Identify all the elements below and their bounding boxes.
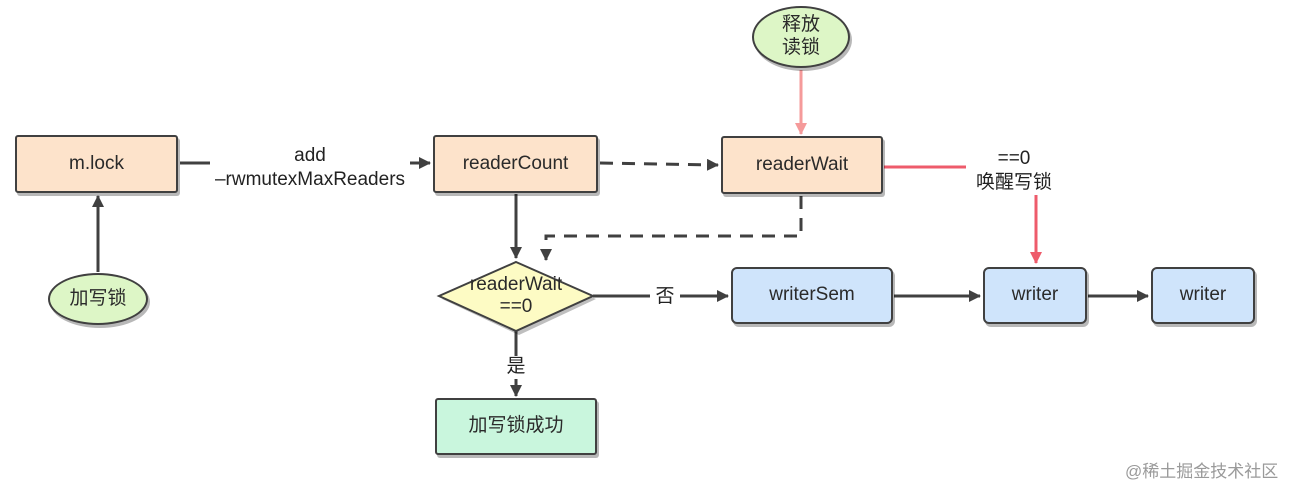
reader-wait-node: readerWait — [721, 136, 883, 194]
decision-diamond — [436, 260, 596, 333]
release-read-lock-event: 释放 读锁 — [752, 6, 850, 68]
mlock-node: m.lock — [15, 135, 178, 193]
add-write-lock-event: 加写锁 — [48, 273, 148, 325]
edge-readercount-to-readerwait — [599, 158, 719, 171]
edge-readerwait-to-decision — [540, 196, 803, 261]
yes-edge-label: 是 — [503, 356, 529, 379]
decision-label: readerWait ==0 — [469, 274, 563, 317]
writer-node-1: writer — [983, 267, 1087, 324]
no-edge-label: 否 — [650, 286, 680, 309]
add-readers-edge-label: add –rwmutexMaxReaders — [210, 144, 410, 192]
watermark: @稀土掘金技术社区 — [1125, 462, 1279, 481]
reader-count-node: readerCount — [433, 135, 598, 193]
success-node: 加写锁成功 — [435, 398, 597, 455]
writer-sem-node: writerSem — [731, 267, 893, 324]
writer-node-2: writer — [1151, 267, 1255, 324]
wake-writer-edge-label: ==0 唤醒写锁 — [966, 147, 1062, 195]
